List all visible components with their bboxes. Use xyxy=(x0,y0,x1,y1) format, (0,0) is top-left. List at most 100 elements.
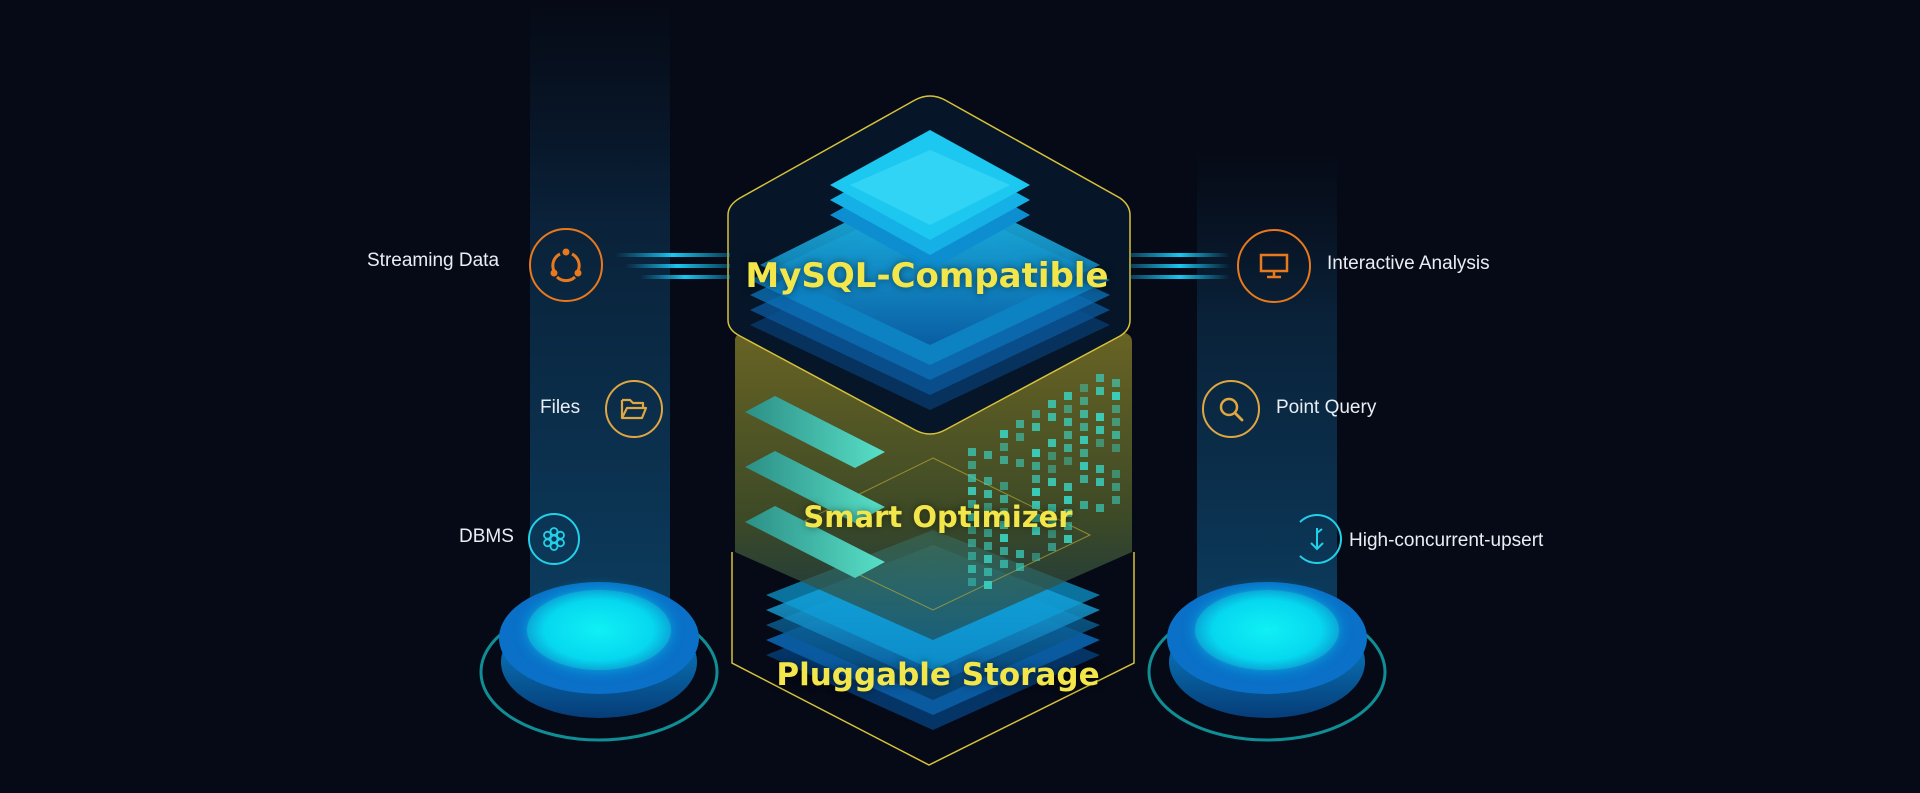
grid-dot xyxy=(1032,514,1040,522)
grid-dot xyxy=(1064,522,1072,530)
grid-dot xyxy=(1096,387,1104,395)
grid-dot xyxy=(1112,444,1120,452)
grid-dot xyxy=(1096,374,1104,382)
grid-dot xyxy=(1096,504,1104,512)
grid-dot xyxy=(1064,444,1072,452)
grid-dot xyxy=(968,526,976,534)
grid-dot xyxy=(1080,475,1088,483)
grid-dot xyxy=(968,474,976,482)
grid-dot xyxy=(1000,495,1008,503)
grid-dot xyxy=(968,578,976,586)
grid-dot xyxy=(1064,457,1072,465)
grid-dot xyxy=(1000,534,1008,542)
grid-dot xyxy=(1048,530,1056,538)
source-label-files: Files xyxy=(540,397,581,418)
grid-dot xyxy=(1112,392,1120,400)
grid-dot xyxy=(1048,504,1056,512)
layer-title-mysql: MySQL-Compatible xyxy=(745,256,1109,296)
right-pedestal xyxy=(1147,582,1387,742)
grid-dot xyxy=(1080,462,1088,470)
workload-label-point-query: Point Query xyxy=(1276,397,1377,418)
grid-dot xyxy=(1000,456,1008,464)
grid-dot xyxy=(1032,553,1040,561)
grid-dot xyxy=(1016,459,1024,467)
grid-dot xyxy=(968,461,976,469)
left-connector-lines xyxy=(615,253,730,279)
grid-dot xyxy=(1048,413,1056,421)
source-label-dbms: DBMS xyxy=(459,526,514,547)
arrow-down-refresh-icon xyxy=(1292,514,1342,564)
grid-dot xyxy=(1064,431,1072,439)
grid-dot xyxy=(1080,397,1088,405)
grid-dot xyxy=(1064,392,1072,400)
grid-dot xyxy=(984,581,992,589)
grid-dot xyxy=(1016,563,1024,571)
grid-dot xyxy=(1112,431,1120,439)
flower-network-icon xyxy=(528,513,580,565)
layer-title-storage: Pluggable Storage xyxy=(776,657,1100,693)
grid-dot xyxy=(984,568,992,576)
grid-dot xyxy=(1048,452,1056,460)
grid-dot xyxy=(968,513,976,521)
grid-dot xyxy=(1048,517,1056,525)
grid-dot xyxy=(1032,488,1040,496)
grid-dot xyxy=(1032,449,1040,457)
grid-dot xyxy=(1112,418,1120,426)
grid-dot xyxy=(1016,550,1024,558)
grid-dot xyxy=(1080,410,1088,418)
grid-dot xyxy=(984,490,992,498)
left-pedestal xyxy=(479,582,719,742)
grid-dot xyxy=(968,565,976,573)
grid-dot xyxy=(1032,462,1040,470)
grid-dot xyxy=(984,503,992,511)
data-dot-grid xyxy=(968,374,1120,589)
grid-dot xyxy=(968,448,976,456)
grid-dot xyxy=(1112,379,1120,387)
grid-dot xyxy=(1080,384,1088,392)
grid-dot xyxy=(1096,439,1104,447)
grid-dot xyxy=(1000,482,1008,490)
workload-label-upsert: High-concurrent-upsert xyxy=(1349,530,1544,551)
grid-dot xyxy=(1032,423,1040,431)
grid-dot xyxy=(1080,449,1088,457)
source-label-streaming: Streaming Data xyxy=(367,250,500,271)
grid-dot xyxy=(1000,521,1008,529)
grid-dot xyxy=(1064,483,1072,491)
grid-dot xyxy=(1080,501,1088,509)
grid-dot xyxy=(1096,465,1104,473)
grid-dot xyxy=(1112,483,1120,491)
optimizer-panel xyxy=(735,333,1132,640)
grid-dot xyxy=(984,555,992,563)
grid-dot xyxy=(1048,478,1056,486)
grid-dot xyxy=(1064,509,1072,517)
grid-dot xyxy=(1048,543,1056,551)
grid-dot xyxy=(968,487,976,495)
grid-dot xyxy=(1112,470,1120,478)
grid-dot xyxy=(1064,418,1072,426)
grid-dot xyxy=(1112,496,1120,504)
grid-dot xyxy=(1032,475,1040,483)
grid-dot xyxy=(1016,420,1024,428)
streaming-icon xyxy=(529,228,603,302)
grid-dot xyxy=(1048,465,1056,473)
grid-dot xyxy=(1064,496,1072,504)
grid-dot xyxy=(968,552,976,560)
search-icon xyxy=(1202,380,1260,438)
grid-dot xyxy=(1080,423,1088,431)
grid-dot xyxy=(1016,433,1024,441)
grid-dot xyxy=(1032,527,1040,535)
grid-dot xyxy=(1000,547,1008,555)
grid-dot xyxy=(984,529,992,537)
grid-dot xyxy=(1080,436,1088,444)
grid-dot xyxy=(1048,439,1056,447)
grid-dot xyxy=(968,500,976,508)
grid-dot xyxy=(984,542,992,550)
grid-dot xyxy=(1096,426,1104,434)
grid-dot xyxy=(984,477,992,485)
monitor-icon xyxy=(1237,229,1311,303)
grid-dot xyxy=(968,539,976,547)
grid-dot xyxy=(1096,413,1104,421)
layer-title-optimizer: Smart Optimizer xyxy=(803,500,1073,534)
